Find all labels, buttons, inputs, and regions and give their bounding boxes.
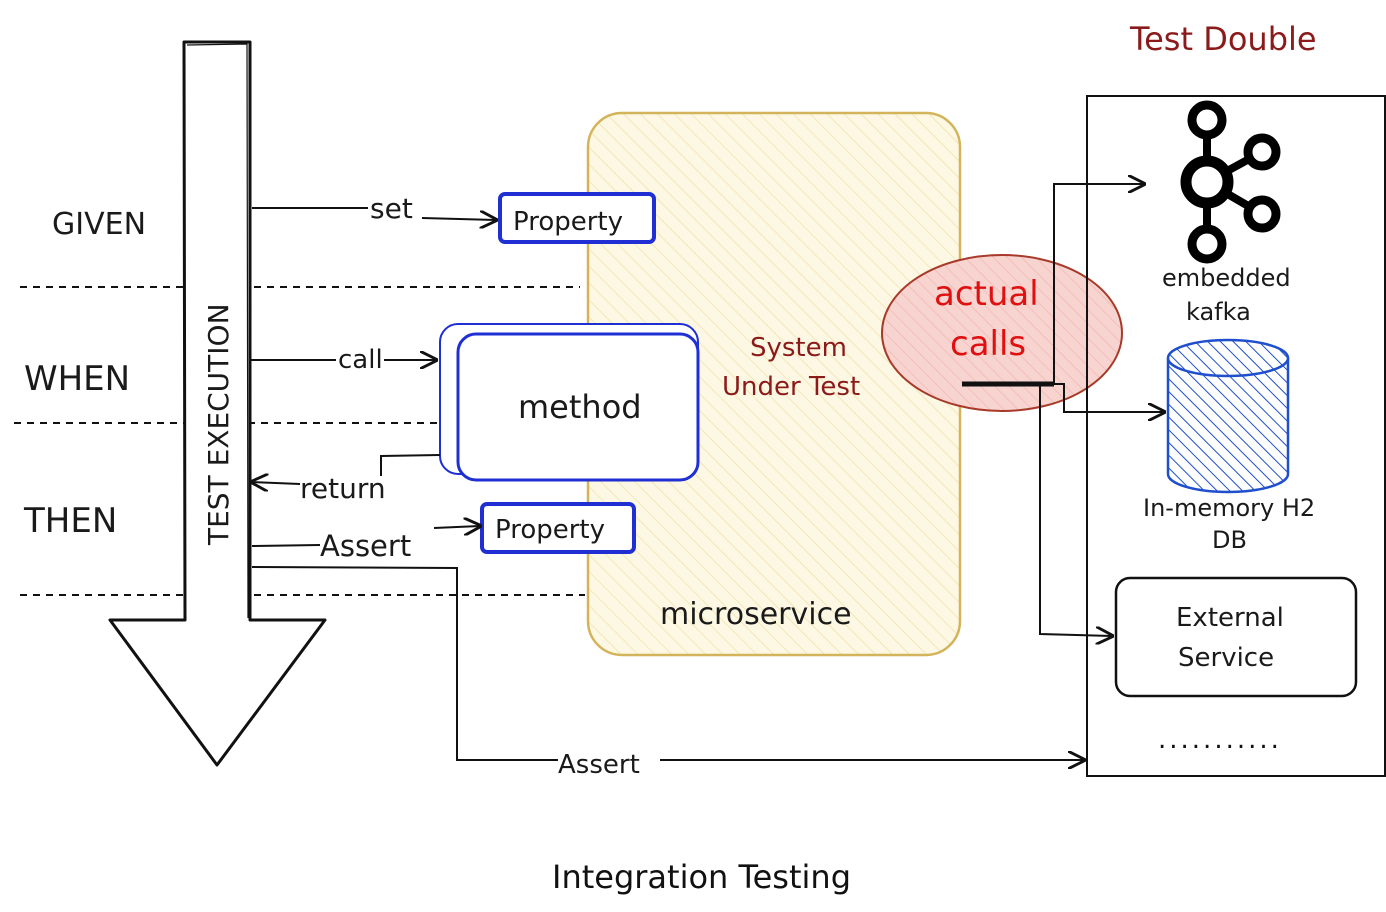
edge-assert-double (251, 566, 1084, 760)
external-service-line2: Service (1178, 643, 1274, 673)
edge-set-label: set (370, 192, 413, 225)
edge-to-kafka (1053, 184, 1144, 384)
kafka-label-line2: kafka (1186, 298, 1251, 326)
property-given-label: Property (513, 207, 623, 237)
edge-set (252, 208, 496, 220)
test-execution-arrow (108, 40, 327, 767)
edge-to-external (1039, 384, 1112, 636)
test-double-box (1086, 95, 1386, 777)
external-service-line1: External (1176, 603, 1284, 633)
method-label: method (518, 388, 642, 426)
sut-label-line1: System (750, 333, 847, 363)
edge-assert-property (251, 526, 480, 547)
sut-label-line2: Under Test (722, 372, 860, 402)
edge-assert-double-label: Assert (558, 750, 640, 780)
diagram-caption: Integration Testing (552, 858, 851, 896)
method-box (456, 332, 700, 482)
edge-return (252, 454, 441, 484)
actual-calls-line2: calls (950, 324, 1026, 364)
test-double-title: Test Double (1129, 20, 1317, 58)
kafka-label-line1: embedded (1162, 264, 1291, 292)
external-service-box (1114, 576, 1358, 698)
microservice-label: microservice (660, 597, 852, 632)
phase-label-when: WHEN (24, 359, 130, 399)
edge-assert-property-label: Assert (320, 529, 411, 563)
phase-label-given: GIVEN (52, 207, 146, 242)
h2-label-line2: DB (1212, 526, 1247, 554)
edge-call-label: call (338, 345, 383, 375)
kafka-icon (1180, 100, 1281, 264)
h2-label-line1: In-memory H2 (1143, 494, 1315, 522)
more-doubles-ellipsis: ........... (1158, 725, 1282, 755)
edge-return-label: return (300, 472, 386, 505)
test-execution-label: TEST EXECUTION (202, 303, 235, 546)
edge-to-h2 (1054, 383, 1164, 412)
actual-calls-ellipse (881, 254, 1123, 412)
database-icon (1166, 338, 1290, 494)
phase-label-then: THEN (23, 501, 117, 541)
property-then-label: Property (495, 515, 605, 545)
actual-calls-line1: actual (934, 274, 1039, 314)
